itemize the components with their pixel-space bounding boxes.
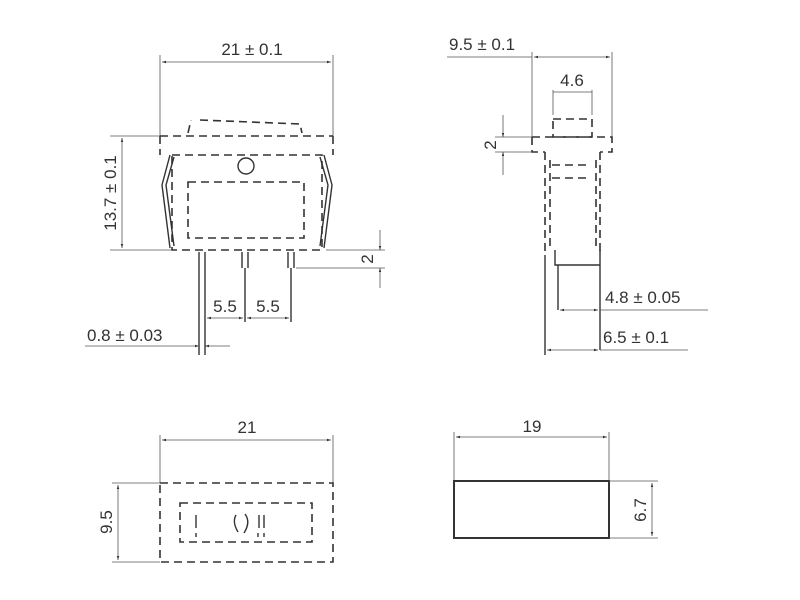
left-latch	[161, 154, 175, 249]
cutout-rectangle	[453, 480, 610, 539]
cutout-width-label: 19	[523, 417, 542, 436]
bottom-width-label: 21	[238, 418, 257, 437]
pitch-right-label: 5.5	[256, 297, 280, 316]
flange-outline	[531, 136, 613, 153]
flange-thickness-label: 2	[481, 140, 500, 149]
body-outline-side	[544, 152, 601, 255]
center-terminal-mark	[233, 513, 249, 534]
body-width-label: 6.5 ± 0.1	[603, 328, 669, 347]
cutout-view: 19 6.7	[453, 417, 658, 539]
depth-dimension-label: 9.5 ± 0.1	[449, 35, 515, 54]
pitch-left-label: 5.5	[213, 297, 237, 316]
terminal-block-outline	[179, 502, 313, 543]
terminal-side	[544, 250, 601, 355]
housing-outline	[171, 154, 323, 251]
front-view: 21 ± 0.1 13.7 ± 0.1 2 5.5 5.5 0.8 ± 0.03	[85, 40, 385, 355]
terminal-marks	[195, 515, 265, 537]
pin-width-label: 4.8 ± 0.05	[605, 288, 681, 307]
bottom-outline	[159, 482, 334, 563]
cutout-height-label: 6.7	[631, 498, 650, 522]
rocker-outline	[187, 119, 303, 134]
right-latch	[319, 154, 333, 249]
indicator-circle	[237, 157, 255, 175]
pin-thickness-label: 0.8 ± 0.03	[87, 326, 163, 345]
rocker-outline-side	[552, 118, 593, 138]
width-dimension-label: 21 ± 0.1	[221, 40, 282, 59]
bottom-depth-label: 9.5	[97, 510, 116, 534]
side-view: 9.5 ± 0.1 4.6 2 4.8 ± 0.05 6.5 ± 0.1	[447, 35, 708, 355]
window-outline	[187, 181, 305, 239]
pin-length-label: 2	[358, 254, 377, 263]
pins	[198, 252, 295, 355]
rocker-width-label: 4.6	[560, 71, 584, 90]
bottom-view: 21 9.5	[97, 418, 334, 563]
height-dimension-label: 13.7 ± 0.1	[101, 155, 120, 231]
